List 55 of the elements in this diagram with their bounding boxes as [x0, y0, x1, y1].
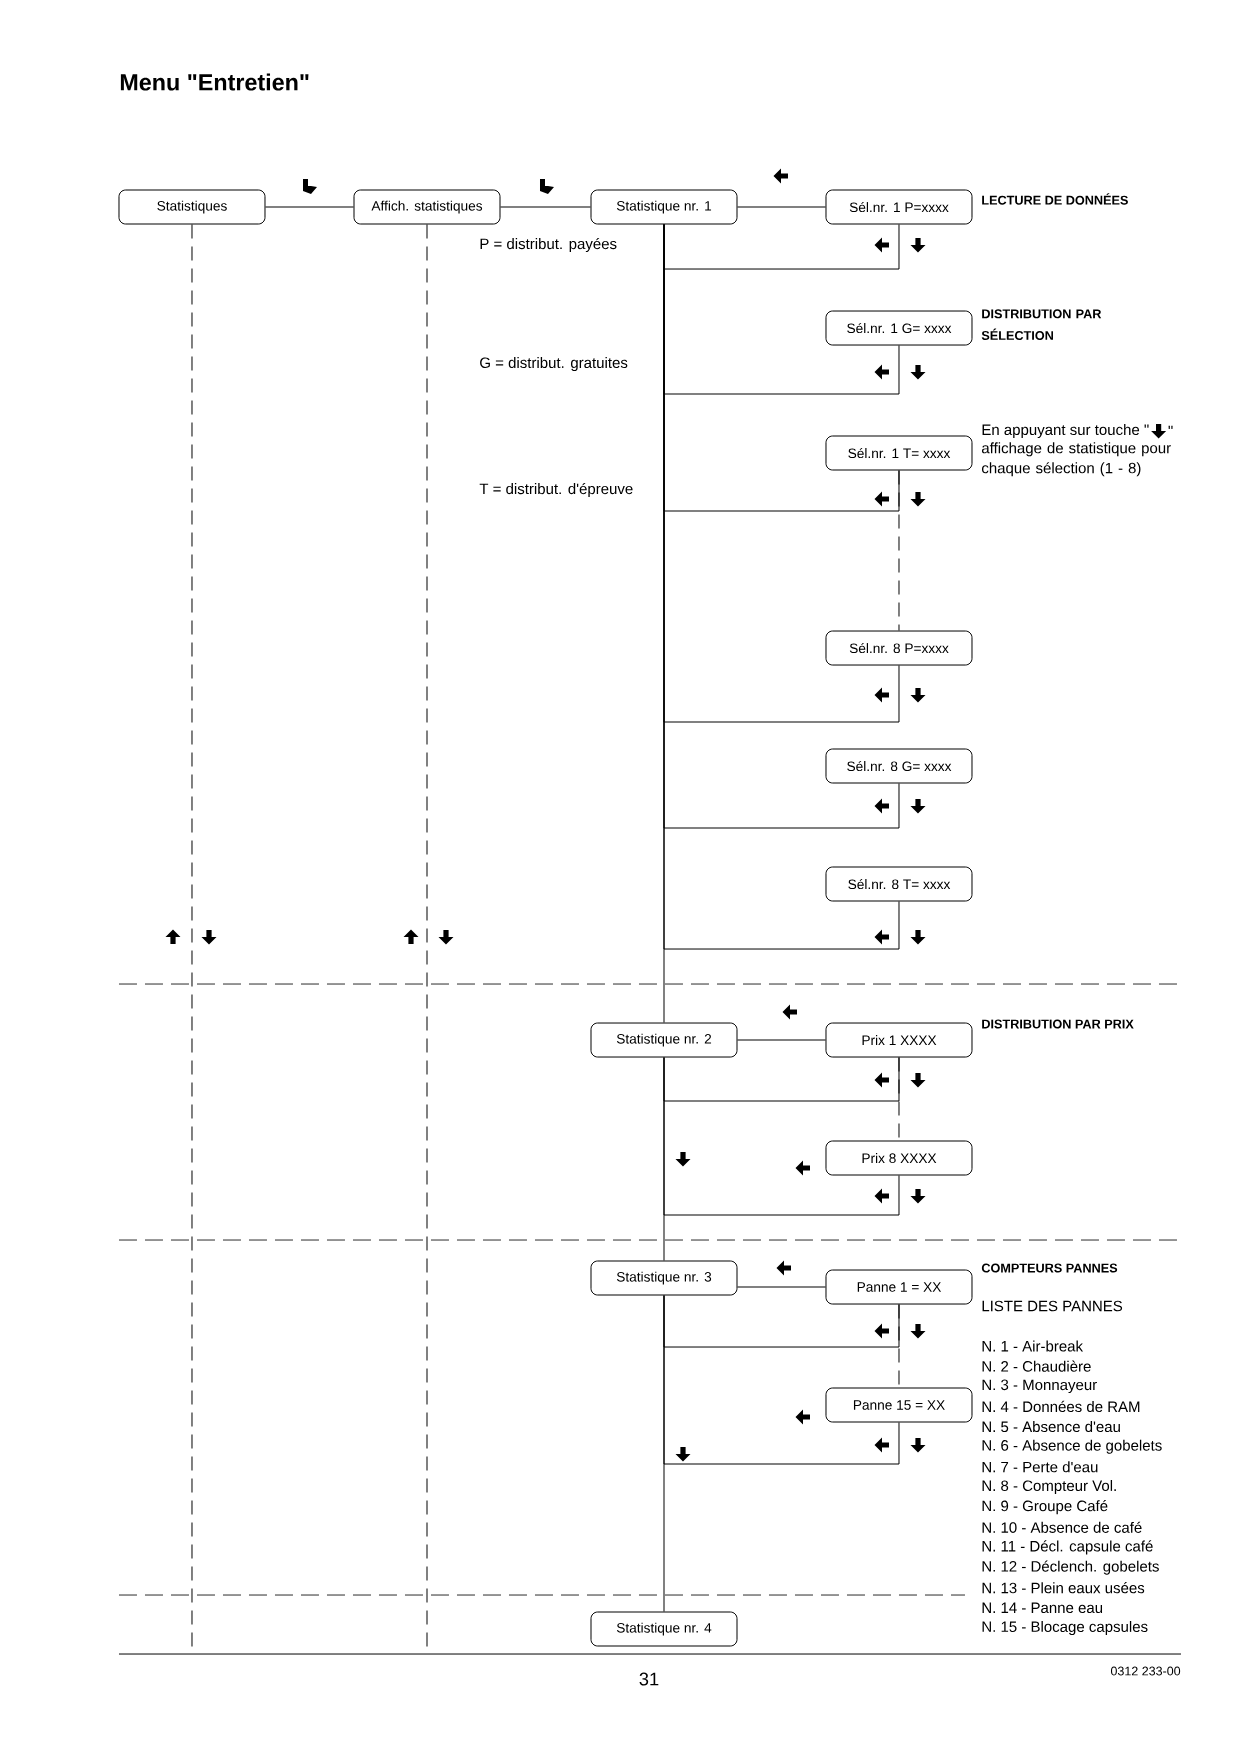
menu-box: Statistiques — [118, 189, 266, 225]
fault-list-item: N. 7 - Perte d'eau — [982, 1461, 1098, 1473]
connector-line — [737, 206, 826, 208]
fault-list-item: N. 8 - Compteur Vol. — [982, 1480, 1116, 1494]
connector-line — [898, 470, 900, 631]
connector-line — [898, 1057, 900, 1141]
menu-box: Statistique nr. 2 — [590, 1022, 738, 1058]
fault-list-item: N. 5 - Absence d'eau — [982, 1421, 1120, 1433]
fault-list-item: N. 9 - Groupe Café — [982, 1500, 1108, 1515]
connector-line — [898, 1304, 900, 1388]
menu-box: Affich. statistiques — [353, 189, 501, 225]
menu-box: Sél.nr. 8 G= xxxx — [825, 748, 973, 784]
note-text: En appuyant sur touche " — [982, 424, 1149, 438]
fault-list-item: N. 10 - Absence de café — [982, 1521, 1142, 1533]
fault-list-item: N. 3 - Monnayeur — [982, 1379, 1097, 1394]
menu-box: Panne 15 = XX — [825, 1387, 973, 1423]
document-code: 0312 233-00 — [1110, 1666, 1181, 1676]
connector-line — [663, 224, 900, 270]
legend-text: G = distribut. gratuites — [480, 357, 628, 371]
menu-box: Statistique nr. 3 — [590, 1260, 738, 1296]
section-heading: COMPTEURS PANNES — [981, 1263, 1118, 1273]
menu-box: Sél.nr. 1 T= xxxx — [825, 435, 973, 471]
menu-box: Panne 1 = XX — [825, 1269, 973, 1305]
fault-list-item: N. 13 - Plein eaux usées — [982, 1582, 1145, 1594]
fault-list-item: N. 14 - Panne eau — [982, 1602, 1103, 1614]
menu-box: Prix 8 XXXX — [825, 1140, 973, 1176]
connector-line — [737, 1039, 826, 1041]
legend-text: P = distribut. payées — [480, 237, 617, 253]
connector-line — [265, 206, 354, 208]
menu-box: Sél.nr. 1 P=xxxx — [825, 189, 973, 225]
connector-line — [500, 206, 591, 208]
page-title: Menu "Entretien" — [120, 73, 309, 91]
menu-box: Sél.nr. 1 G= xxxx — [825, 310, 973, 346]
connector-line — [663, 1295, 665, 1612]
connector-line — [426, 224, 428, 1648]
fault-list-item: N. 15 - Blocage capsules — [982, 1621, 1148, 1635]
fault-list-item: N. 2 - Chaudière — [982, 1360, 1091, 1372]
menu-box: Sél.nr. 8 P=xxxx — [825, 630, 973, 666]
fault-list-item: N. 11 - Décl. capsule café — [982, 1540, 1153, 1555]
menu-box: Statistique nr. 1 — [590, 189, 738, 225]
menu-box: Statistique nr. 4 — [590, 1611, 738, 1647]
note-text: " — [1168, 425, 1173, 430]
section-heading: DISTRIBUTION PAR PRIX — [982, 1019, 1134, 1029]
connector-line — [191, 224, 193, 1648]
page-number: 31 — [639, 1672, 659, 1686]
fault-list-item: N. 12 - Déclench. gobelets — [982, 1560, 1159, 1575]
connector-line — [663, 224, 665, 1023]
legend-text: T = distribut. d'épreuve — [479, 482, 633, 498]
fault-list-item: N. 6 - Absence de gobelets — [982, 1439, 1162, 1454]
menu-box: Sél.nr. 8 T= xxxx — [825, 866, 973, 902]
connector-line — [737, 1286, 826, 1288]
fault-list-item: N. 1 - Air-break — [982, 1340, 1084, 1352]
menu-box: Prix 1 XXXX — [825, 1022, 973, 1058]
list-heading: LISTE DES PANNES — [982, 1300, 1123, 1312]
connector-line — [663, 1057, 665, 1261]
